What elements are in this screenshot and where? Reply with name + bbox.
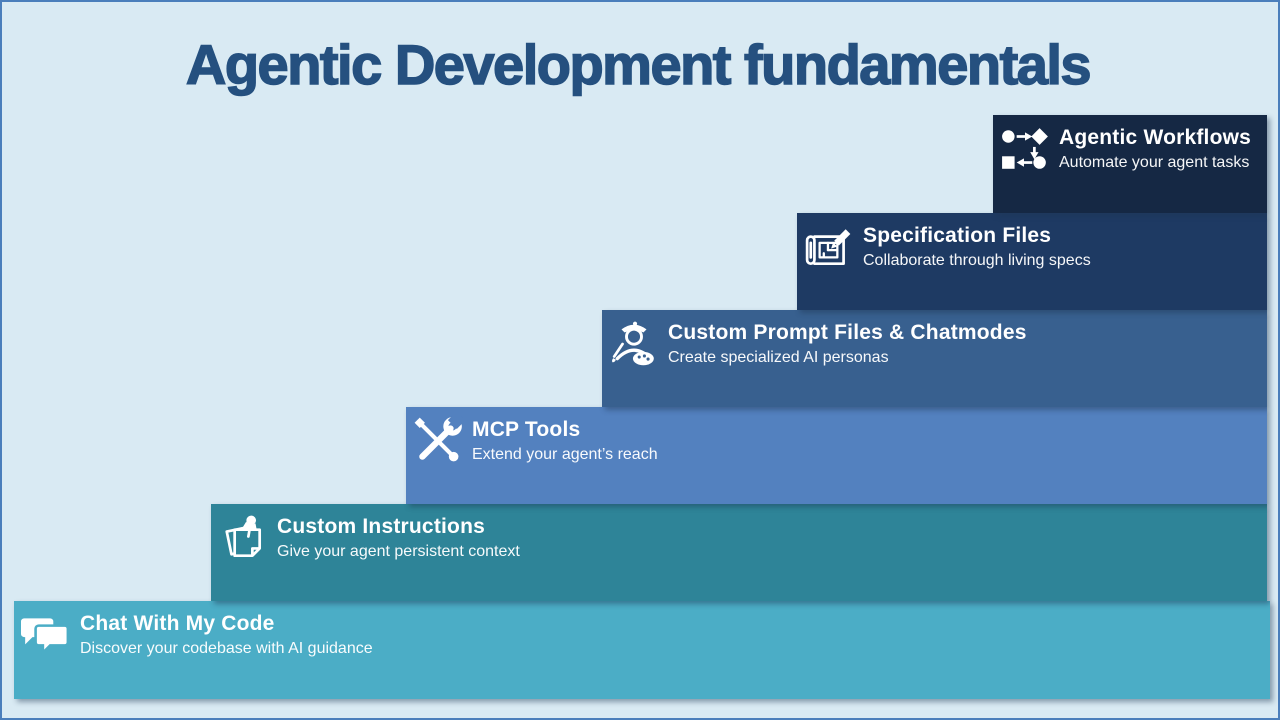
step-subtitle: Collaborate through living specs [863, 252, 1091, 269]
blueprint-pencil-icon [804, 222, 854, 272]
chat-bubbles-icon [21, 610, 71, 660]
step-custom-prompt-files-chatmodes: Custom Prompt Files & Chatmodes Create s… [602, 310, 1267, 407]
step-title: Custom Prompt Files & Chatmodes [668, 321, 1027, 344]
step-subtitle: Give your agent persistent context [277, 543, 520, 560]
artist-persona-icon [609, 319, 659, 369]
sticky-notes-pin-icon [218, 513, 268, 563]
step-custom-instructions: Custom Instructions Give your agent pers… [211, 504, 1267, 601]
step-subtitle: Automate your agent tasks [1059, 154, 1250, 171]
step-mcp-tools: MCP Tools Extend your agent’s reach [406, 407, 1267, 504]
step-chat-with-my-code: Chat With My Code Discover your codebase… [14, 601, 1270, 699]
step-specification-files: Specification Files Collaborate through … [797, 213, 1267, 310]
crossed-tools-icon [413, 416, 463, 466]
step-title: Chat With My Code [80, 612, 275, 635]
step-title: Specification Files [863, 224, 1052, 247]
page-title: Agentic Development fundamentals [185, 32, 1092, 97]
step-subtitle: Discover your codebase with AI guidance [80, 640, 373, 657]
workflow-diagram-icon [1000, 124, 1050, 174]
step-title: Agentic Workflows [1059, 126, 1252, 149]
step-title: Custom Instructions [277, 515, 485, 538]
step-agentic-workflows: Agentic Workflows Automate your agent ta… [993, 115, 1267, 213]
step-title: MCP Tools [472, 418, 581, 441]
step-subtitle: Extend your agent’s reach [472, 446, 658, 463]
step-subtitle: Create specialized AI personas [668, 349, 889, 366]
